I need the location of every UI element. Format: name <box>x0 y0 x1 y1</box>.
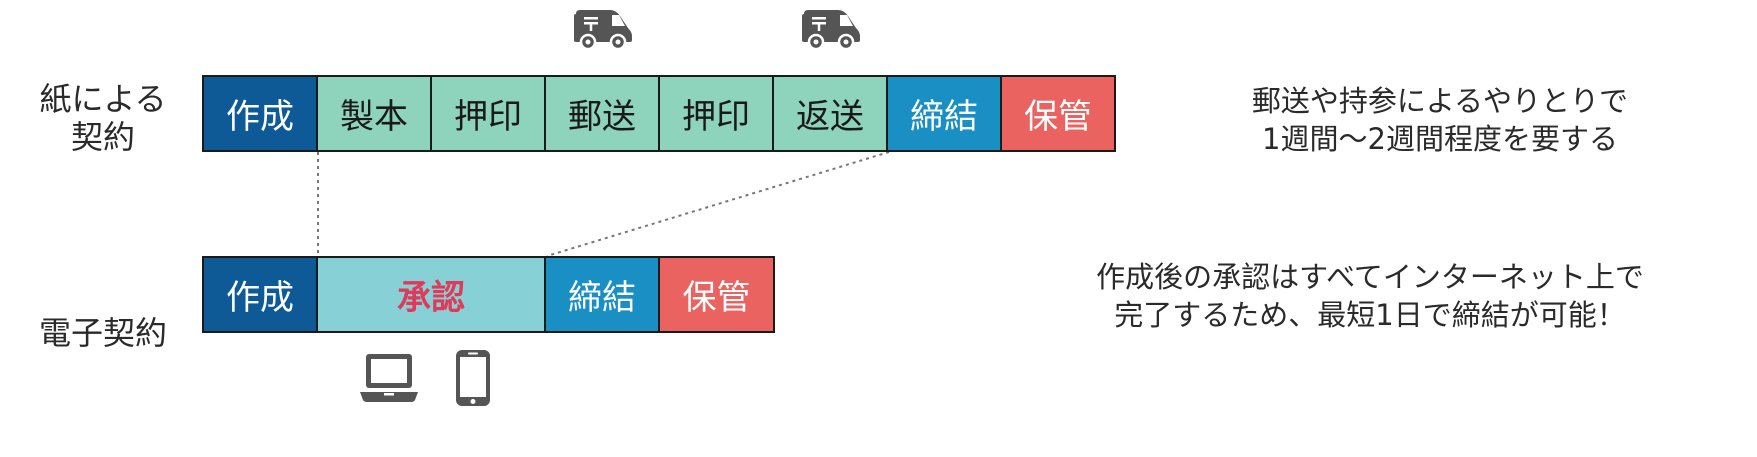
paper-step-seal-2: 押印 <box>660 77 774 150</box>
paper-contract-flow: 作成 製本 押印 郵送 押印 返送 締結 保管 <box>202 75 1116 152</box>
paper-description-line2: 1週間～2週間程度を要する <box>1262 122 1618 156</box>
electronic-step-store: 保管 <box>660 258 773 331</box>
electronic-description-line1: 作成後の承認はすべてインターネット上で <box>1096 260 1644 294</box>
paper-step-store: 保管 <box>1002 77 1114 150</box>
paper-step-conclude: 締結 <box>888 77 1002 150</box>
paper-contract-label: 紙による 契約 <box>28 80 178 156</box>
electronic-contract-description: 作成後の承認はすべてインターネット上で 完了するため、最短1日で締結が可能！ <box>1000 258 1740 334</box>
paper-step-mail: 郵送 <box>546 77 660 150</box>
paper-step-binding: 製本 <box>318 77 432 150</box>
electronic-contract-label: 電子契約 <box>28 314 178 352</box>
paper-step-return: 返送 <box>774 77 888 150</box>
paper-contract-description: 郵送や持参によるやりとりで 1週間～2週間程度を要する <box>1150 82 1730 158</box>
electronic-step-approve: 承認 <box>318 258 546 331</box>
smartphone-icon <box>456 350 490 406</box>
electronic-step-conclude: 締結 <box>546 258 660 331</box>
delivery-truck-icon <box>574 10 632 50</box>
paper-description-line1: 郵送や持参によるやりとりで <box>1251 84 1629 118</box>
paper-step-create: 作成 <box>204 77 318 150</box>
electronic-contract-label-text: 電子契約 <box>38 314 167 352</box>
electronic-description-line2: 完了するため、最短1日で締結が可能！ <box>1114 298 1626 332</box>
electronic-contract-flow: 作成 承認 締結 保管 <box>202 256 775 333</box>
paper-contract-label-line1: 紙による <box>39 80 167 118</box>
paper-step-seal-1: 押印 <box>432 77 546 150</box>
electronic-step-create: 作成 <box>204 258 318 331</box>
connector-conclude <box>546 151 890 257</box>
delivery-truck-icon <box>802 10 860 50</box>
laptop-icon <box>360 354 418 402</box>
paper-contract-label-line2: 契約 <box>70 118 135 156</box>
